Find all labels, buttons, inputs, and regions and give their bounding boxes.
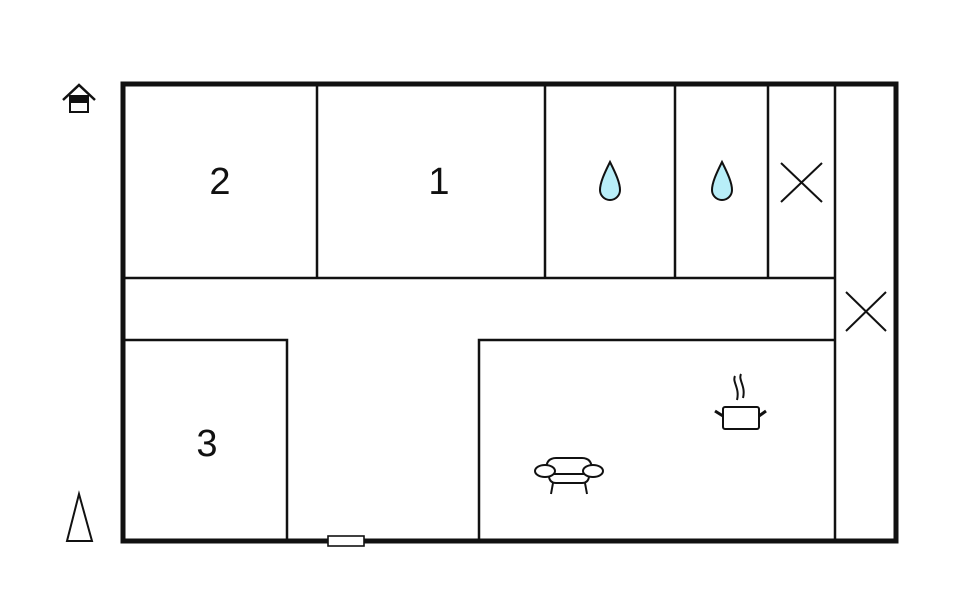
- room-1-label: 1: [428, 161, 450, 203]
- water-drop-icon: [598, 159, 622, 201]
- cooking-pot-icon: [714, 373, 767, 430]
- entrance-door: [327, 535, 365, 547]
- wall-living-kitchen: [477, 338, 835, 541]
- wall-room3: [123, 338, 289, 541]
- room-3-label: 3: [196, 423, 218, 465]
- house-entrance-icon: [62, 83, 96, 113]
- room-2-label: 2: [209, 161, 231, 203]
- cross-icon: [845, 291, 887, 332]
- sofa-icon: [534, 457, 604, 495]
- outer-wall: [120, 81, 899, 544]
- cross-icon: [780, 162, 823, 203]
- north-arrow-icon: [65, 490, 94, 542]
- water-drop-icon: [710, 159, 734, 201]
